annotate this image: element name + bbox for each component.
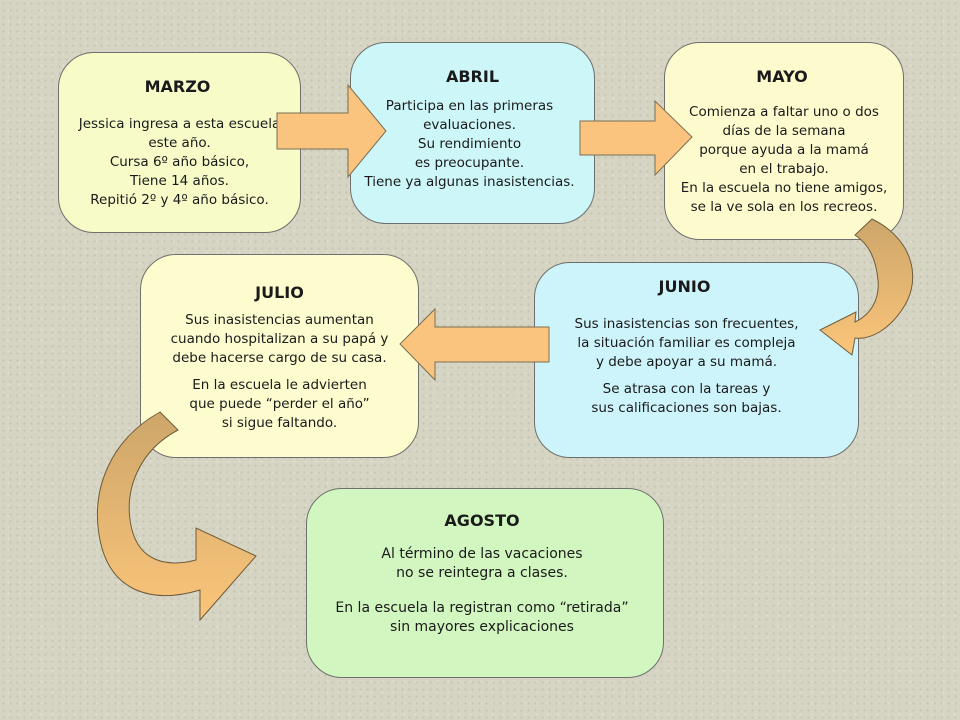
box-agosto-title: AGOSTO xyxy=(444,511,520,530)
box-abril: ABRIL Participa en las primeras evaluaci… xyxy=(350,42,595,224)
box-abril-text: Participa en las primeras evaluaciones. … xyxy=(364,98,575,190)
box-mayo: MAYO Comienza a faltar uno o dos días de… xyxy=(664,42,904,240)
box-abril-title: ABRIL xyxy=(445,67,500,86)
box-julio-title: JULIO xyxy=(255,283,304,302)
box-julio-text-2: En la escuela le advierten que puede “pe… xyxy=(189,377,370,431)
box-julio: JULIO Sus inasistencias aumentan cuando … xyxy=(140,254,419,458)
box-agosto: AGOSTO Al término de las vacaciones no s… xyxy=(306,488,664,678)
box-junio-text-2: Se atrasa con la tareas y sus calificaci… xyxy=(591,381,782,416)
box-julio-text-1: Sus inasistencias aumentan cuando hospit… xyxy=(170,312,389,366)
box-mayo-text: Comienza a faltar uno o dos días de la s… xyxy=(680,104,888,215)
box-agosto-text-1: Al término de las vacaciones no se reint… xyxy=(381,546,583,581)
box-junio-text-1: Sus inasistencias son frecuentes, la sit… xyxy=(574,316,799,370)
box-mayo-title: MAYO xyxy=(756,67,808,86)
box-marzo-title: MARZO xyxy=(144,77,211,96)
box-marzo-text: Jessica ingresa a esta escuela este año.… xyxy=(78,116,281,208)
box-junio-title: JUNIO xyxy=(658,277,711,296)
box-agosto-text-2: En la escuela la registran como “retirad… xyxy=(335,600,629,635)
box-marzo: MARZO Jessica ingresa a esta escuela est… xyxy=(58,52,301,233)
box-junio: JUNIO Sus inasistencias son frecuentes, … xyxy=(534,262,859,458)
